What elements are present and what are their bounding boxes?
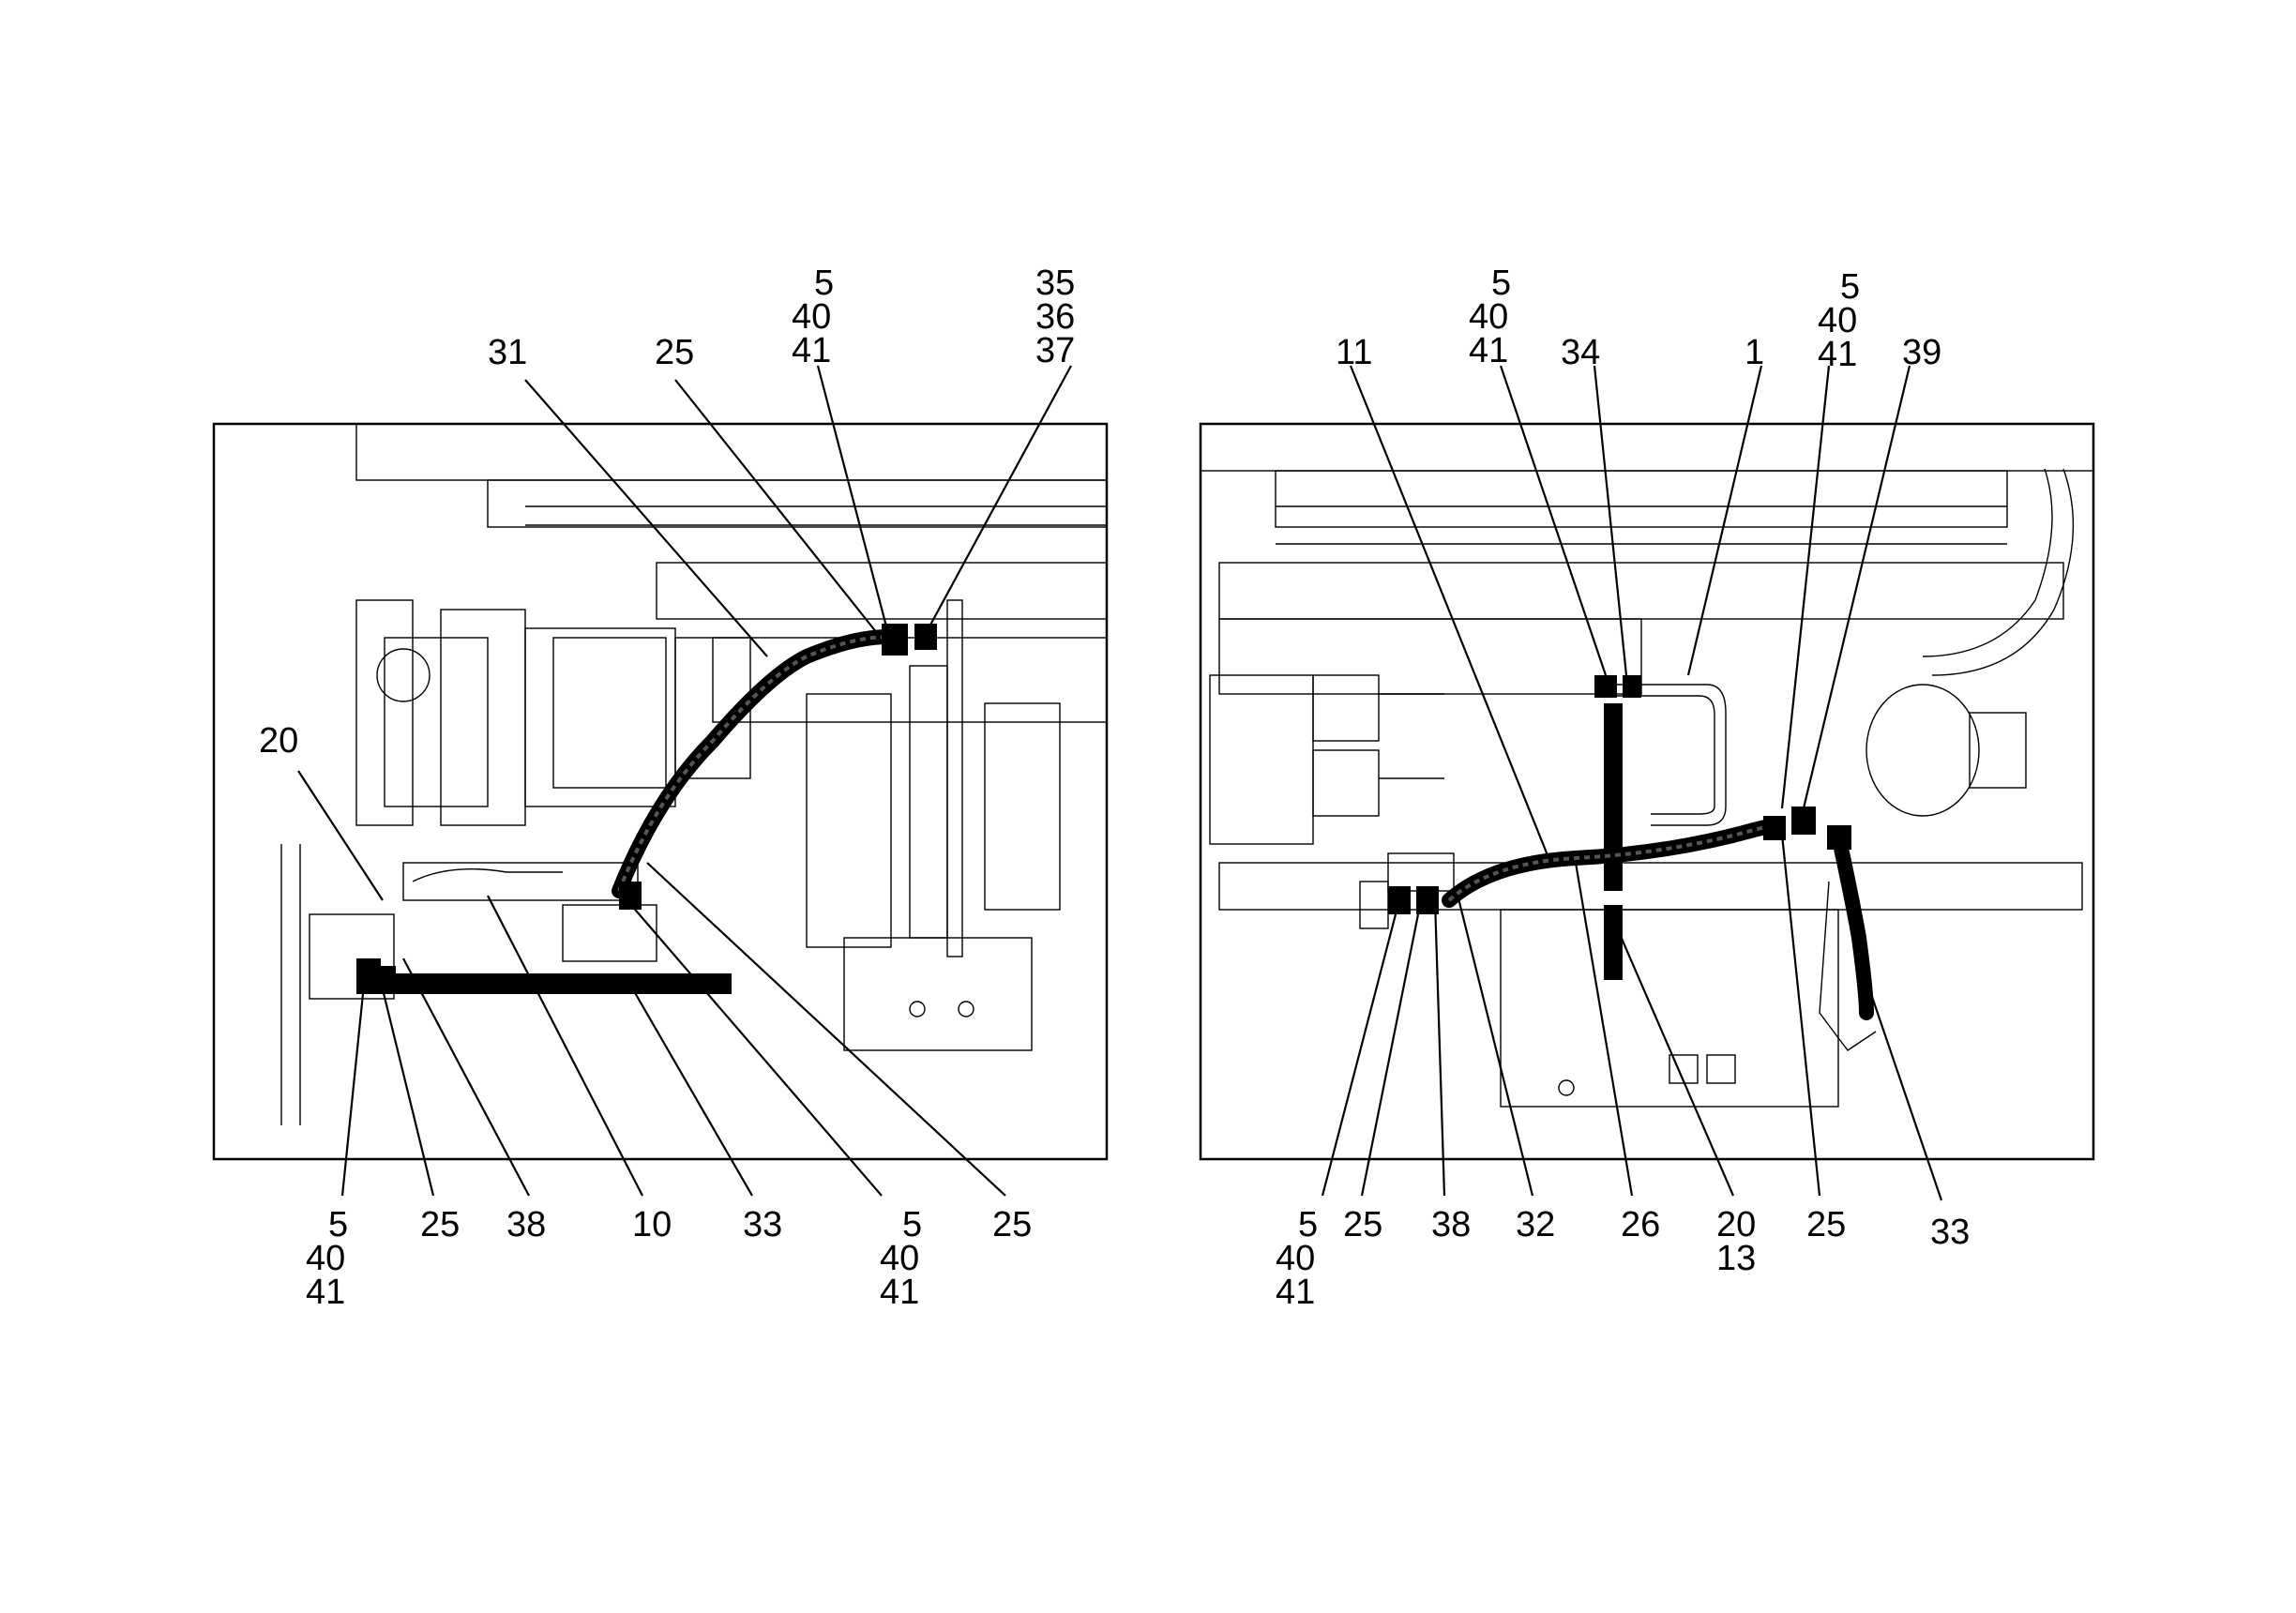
right-leader-lines — [1321, 365, 1943, 1201]
callout-r-33: 33 — [1930, 1213, 1970, 1252]
callout-l-5-40-41-bl: 5 40 41 — [306, 1205, 348, 1312]
svg-text:5: 5 — [814, 264, 834, 303]
callout-l-5-40-41-top: 5 40 41 — [792, 264, 834, 370]
callout-l-33: 33 — [743, 1205, 782, 1244]
svg-text:41: 41 — [306, 1273, 345, 1312]
right-hose-33 — [1833, 837, 1874, 1020]
callout-l-25-bl: 25 — [420, 1205, 460, 1244]
svg-text:5: 5 — [902, 1205, 922, 1244]
callout-r-25-bl: 25 — [1343, 1205, 1382, 1244]
callout-r-5-40-41-topr: 5 40 41 — [1818, 267, 1860, 374]
left-engine-drawing — [280, 423, 1108, 1125]
svg-text:13: 13 — [1716, 1239, 1756, 1278]
svg-text:41: 41 — [1276, 1273, 1315, 1312]
callout-l-25-br: 25 — [992, 1205, 1032, 1244]
svg-text:5: 5 — [1840, 267, 1860, 307]
callout-r-34: 34 — [1561, 333, 1600, 372]
svg-text:35: 35 — [1035, 264, 1075, 303]
svg-text:40: 40 — [1818, 301, 1857, 340]
callout-r-32: 32 — [1516, 1205, 1555, 1244]
right-engine-drawing — [1200, 423, 2094, 1108]
svg-text:41: 41 — [1469, 331, 1508, 370]
svg-text:40: 40 — [792, 297, 831, 337]
callout-r-5-40-41-top: 5 40 41 — [1469, 264, 1511, 370]
callout-r-25-br: 25 — [1806, 1205, 1846, 1244]
right-callouts: 11 5 40 41 34 1 5 40 41 39 5 40 41 25 38… — [1276, 264, 1970, 1312]
callout-r-1: 1 — [1745, 333, 1764, 372]
callout-l-25-top: 25 — [655, 333, 694, 372]
callout-l-20: 20 — [259, 721, 298, 761]
svg-text:40: 40 — [1276, 1239, 1315, 1278]
callout-r-11: 11 — [1336, 333, 1372, 372]
callout-l-35-36-37: 35 36 37 — [1035, 264, 1075, 370]
svg-text:40: 40 — [880, 1239, 919, 1278]
callout-r-5-40-41-bl: 5 40 41 — [1276, 1205, 1318, 1312]
right-view-frame — [1199, 422, 2095, 1161]
left-leader-lines — [297, 365, 1072, 1197]
callout-l-5-40-41-bm: 5 40 41 — [880, 1205, 922, 1312]
svg-text:20: 20 — [1716, 1205, 1756, 1244]
svg-text:41: 41 — [1818, 335, 1857, 374]
svg-text:5: 5 — [1298, 1205, 1318, 1244]
callout-l-38: 38 — [506, 1205, 546, 1244]
svg-text:36: 36 — [1035, 297, 1075, 337]
svg-text:37: 37 — [1035, 331, 1075, 370]
svg-text:40: 40 — [1469, 297, 1508, 337]
svg-text:5: 5 — [328, 1205, 348, 1244]
left-callouts: 31 25 5 40 41 35 36 37 20 5 40 41 25 38 … — [259, 264, 1075, 1312]
callout-r-26: 26 — [1621, 1205, 1660, 1244]
callout-r-39: 39 — [1902, 333, 1941, 372]
callout-l-10: 10 — [632, 1205, 672, 1244]
svg-text:41: 41 — [880, 1273, 919, 1312]
svg-text:41: 41 — [792, 331, 831, 370]
svg-text:5: 5 — [1491, 264, 1511, 303]
left-pipe-33 — [356, 973, 732, 994]
svg-text:40: 40 — [306, 1239, 345, 1278]
callout-r-38: 38 — [1431, 1205, 1471, 1244]
right-vertical-pipe — [1604, 703, 1623, 891]
right-engine-view: 11 5 40 41 34 1 5 40 41 39 5 40 41 25 38… — [1199, 264, 2095, 1312]
callout-l-31: 31 — [488, 333, 527, 372]
left-engine-view: 31 25 5 40 41 35 36 37 20 5 40 41 25 38 … — [212, 264, 1109, 1312]
callout-r-20-13: 20 13 — [1716, 1205, 1756, 1278]
